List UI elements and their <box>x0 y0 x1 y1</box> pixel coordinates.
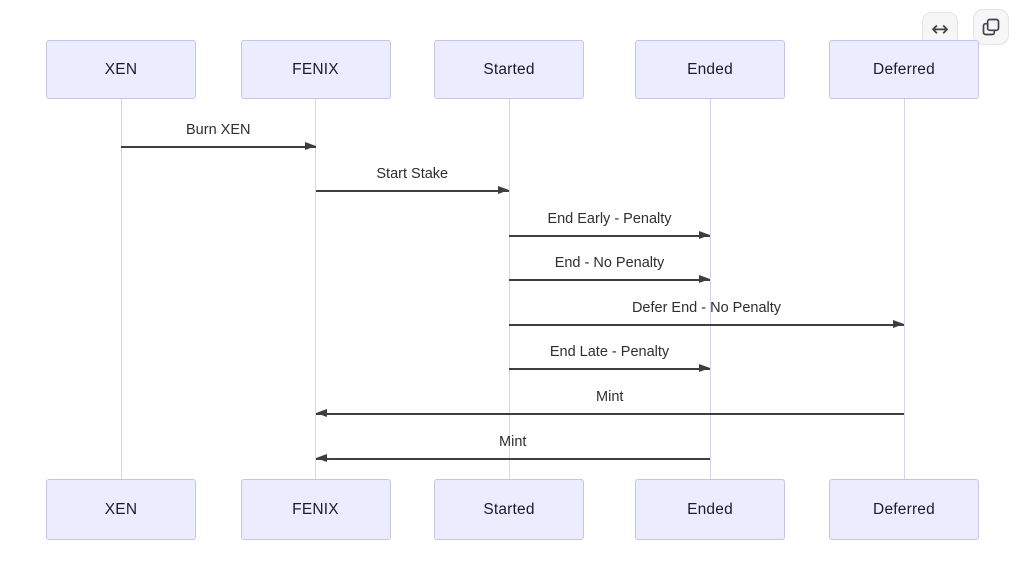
message-end-late-penalty: End Late - Penalty <box>509 342 710 376</box>
message-end-no-penalty: End - No Penalty <box>509 253 710 287</box>
message-end-early-penalty: End Early - Penalty <box>509 209 710 243</box>
arrowhead-icon <box>699 275 710 284</box>
message-arrow-line <box>315 413 904 415</box>
message-arrow-line <box>121 146 316 148</box>
actor-bottom-deferred: Deferred <box>829 479 979 540</box>
message-mint: Mint <box>315 387 904 421</box>
actor-bottom-started: Started <box>434 479 584 540</box>
message-label: End - No Penalty <box>554 255 665 271</box>
actor-bottom-fenix: FENIX <box>240 479 391 540</box>
actor-top-fenix: FENIX <box>240 40 391 99</box>
actor-bottom-ended: Ended <box>635 479 785 540</box>
lifeline-xen <box>120 99 122 479</box>
lifeline-fenix <box>315 99 316 479</box>
message-arrow-line <box>315 458 710 460</box>
actor-bottom-xen: XEN <box>46 479 196 540</box>
arrowhead-icon <box>304 142 316 151</box>
actor-top-deferred: Deferred <box>829 40 979 99</box>
resize-horizontal-icon: ↔ <box>931 16 949 41</box>
actor-top-ended: Ended <box>635 40 785 99</box>
message-label: Mint <box>499 434 527 450</box>
lifeline-deferred <box>903 99 905 479</box>
message-arrow-line <box>315 190 509 192</box>
message-arrow-line <box>509 324 904 326</box>
message-defer-end-no-penalty: Defer End - No Penalty <box>509 298 904 332</box>
message-start-stake: Start Stake <box>315 164 509 198</box>
arrowhead-icon <box>699 231 710 240</box>
message-burn-xen: Burn XEN <box>121 120 316 154</box>
arrowhead-icon <box>315 454 327 463</box>
message-label: End Late - Penalty <box>549 344 670 360</box>
arrowhead-icon <box>315 409 327 418</box>
message-arrow-line <box>509 235 710 237</box>
lifeline-ended <box>709 99 711 479</box>
copy-button[interactable] <box>973 9 1009 45</box>
arrowhead-icon <box>893 320 904 329</box>
message-mint: Mint <box>315 432 710 466</box>
lifeline-started <box>508 99 510 479</box>
actor-top-xen: XEN <box>46 40 196 99</box>
message-label: Defer End - No Penalty <box>631 300 782 316</box>
message-label: Mint <box>596 389 624 405</box>
arrowhead-icon <box>699 364 710 373</box>
message-arrow-line <box>509 279 710 281</box>
actor-top-started: Started <box>434 40 584 99</box>
copy-icon <box>982 18 1000 36</box>
message-arrow-line <box>509 368 710 370</box>
arrowhead-icon <box>498 186 509 195</box>
message-label: Burn XEN <box>186 122 251 138</box>
message-label: Start Stake <box>376 166 449 182</box>
message-label: End Early - Penalty <box>547 211 672 227</box>
